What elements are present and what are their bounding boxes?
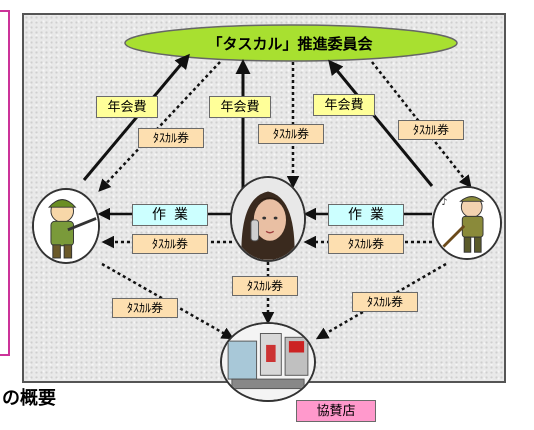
ticket-label-left-top: ﾀｽｶﾙ券 (138, 128, 204, 148)
svg-text:♪: ♪ (442, 197, 448, 208)
elderly-gardener-icon: ♪ (432, 186, 502, 260)
ticket-label-center-shop: ﾀｽｶﾙ券 (232, 276, 298, 296)
diagram-caption: の概要 (2, 388, 56, 409)
ticket-label-right-shop: ﾀｽｶﾙ券 (352, 292, 418, 312)
side-panel-edge (0, 10, 10, 356)
fee-label-center: 年会費 (209, 96, 271, 118)
fee-arrow-right (328, 59, 434, 187)
fee-label-right: 年会費 (313, 94, 375, 116)
committee-name: 「タスカル」推進委員会 (207, 34, 373, 53)
woman-phone-icon (230, 176, 306, 262)
work-label-right: 作業 (328, 204, 404, 226)
shop-label: 協賛店 (296, 400, 376, 422)
storefront-icon (220, 322, 316, 402)
committee-ellipse (124, 24, 458, 62)
ticket-label-right-center: ﾀｽｶﾙ券 (328, 234, 404, 254)
hunter-figure-icon (32, 188, 100, 264)
work-label-left: 作業 (132, 204, 208, 226)
ticket-label-left-shop: ﾀｽｶﾙ券 (112, 298, 178, 318)
ticket-label-center-top: ﾀｽｶﾙ券 (258, 124, 324, 144)
fee-arrow-left (82, 53, 190, 181)
ticket-label-center-left: ﾀｽｶﾙ券 (132, 234, 208, 254)
ticket-arrow-to-left (98, 61, 221, 192)
ticket-label-right-top: ﾀｽｶﾙ券 (398, 120, 464, 140)
fee-label-left: 年会費 (96, 96, 158, 118)
